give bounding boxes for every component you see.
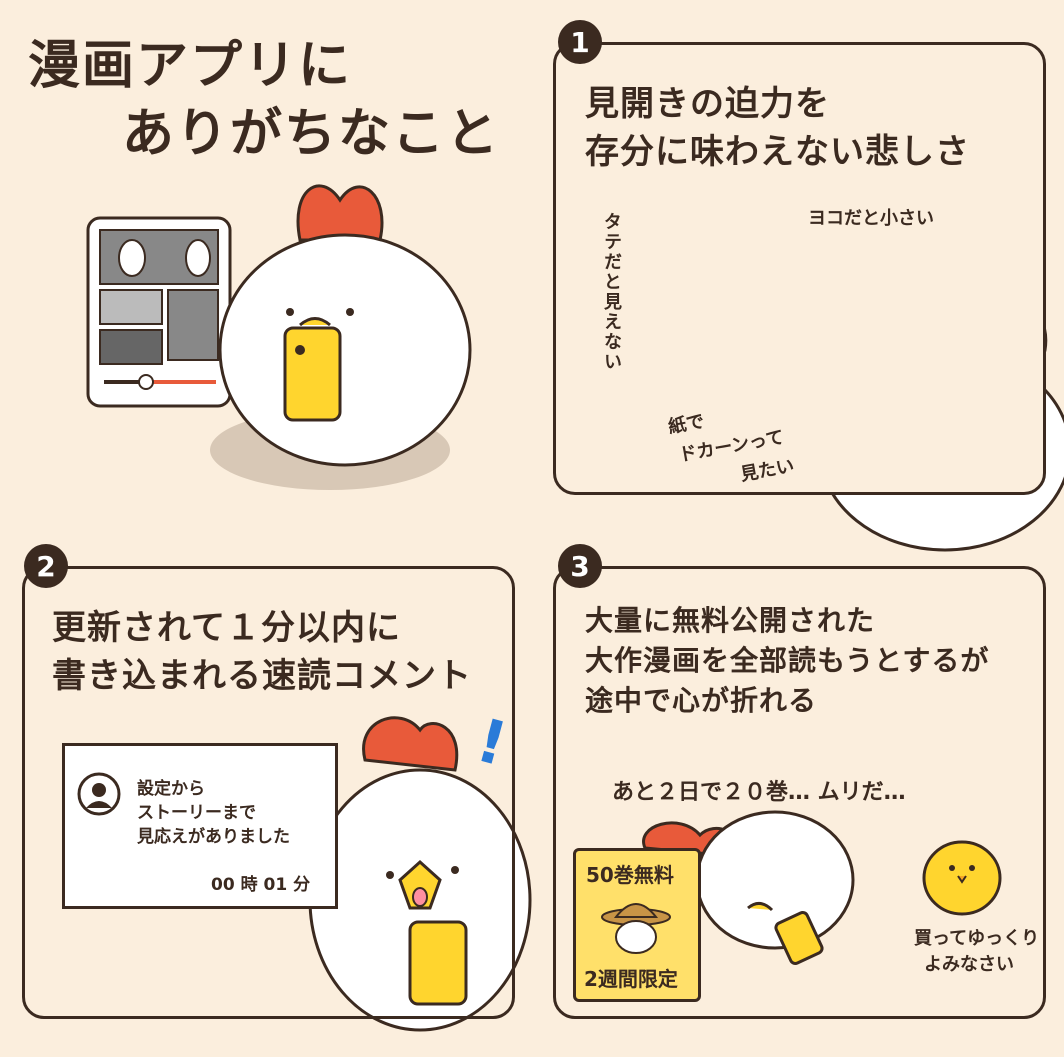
comment-card: 設定から ストーリーまで 見応えがありました 00 時 01 分 [62,743,338,909]
panel-3-title-line1: 大量に無料公開された [585,604,876,637]
panel-3-speech: あと２日で２０巻… ムリだ… [612,780,906,805]
avatar-icon [77,772,121,816]
comment-line2: ストーリーまで [137,803,256,823]
chick-line1: 買ってゆっくり [914,928,1040,949]
panel-3-number: 3 [558,544,602,588]
panel-2 [22,566,515,1019]
phone-icon [283,326,342,422]
panel-1-title-line1: 見開きの迫力を [585,84,830,124]
comment-line3: 見応えがありました [137,827,290,847]
panel-2-number: 2 [24,544,68,588]
comment-line1: 設定から [137,779,205,799]
sign-bottom: 2週間限定 [584,967,678,991]
horizontal-note: ヨコだと小さい [808,208,934,229]
sign-top: 50巻無料 [586,863,674,887]
panel-2-title-line1: 更新されて１分以内に [52,608,401,648]
vertical-note: タテだと見えない [601,212,622,372]
panel-1-title-line2: 存分に味わえない悲しさ [585,132,970,172]
panel-3 [553,566,1046,1019]
chick-line2: よみなさい [924,954,1014,975]
panel-2-title-line2: 書き込まれる速読コメント [52,656,472,696]
panel-1 [553,42,1046,495]
chick-icon [922,840,1002,916]
hat-icon [601,903,671,954]
panel-3-title-line3: 途中で心が折れる [585,684,818,717]
tablet-icon [86,216,232,408]
free-manga-sign: 50巻無料 2週間限定 [573,848,701,1002]
panel-3-title-line2: 大作漫画を全部読もうとするが [585,644,990,677]
comment-time: 00 時 01 分 [211,875,311,895]
panel-1-number: 1 [558,20,602,64]
main-title-line1: 漫画アプリに [28,36,353,96]
main-title-line2: ありがちなこと [122,104,501,164]
